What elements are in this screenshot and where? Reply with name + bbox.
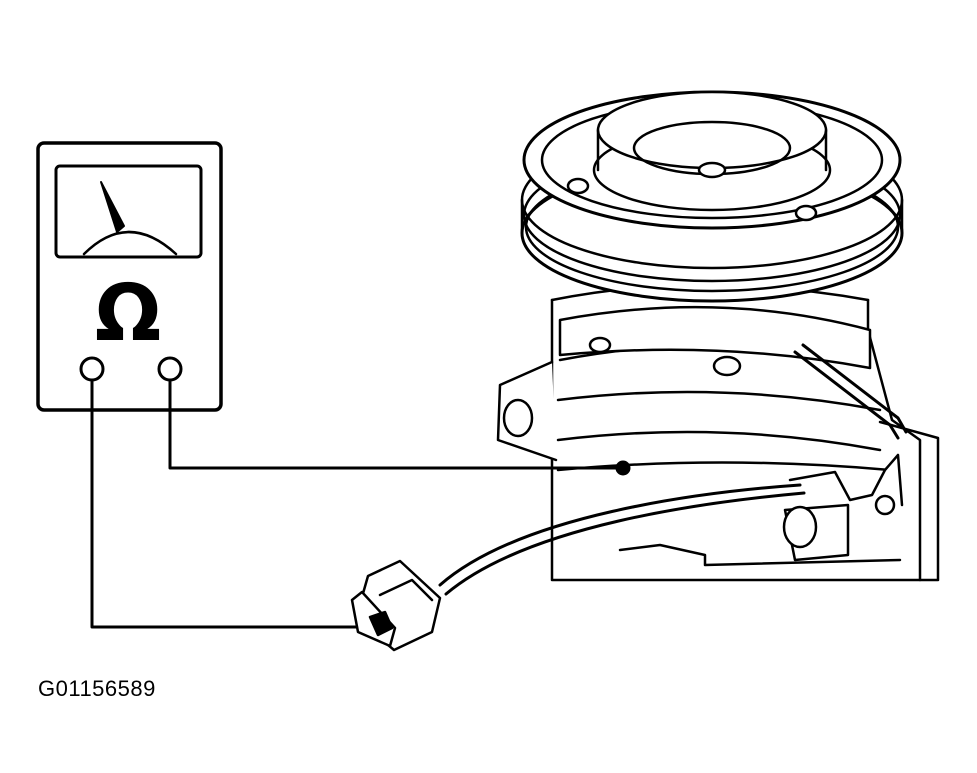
- coil-lead-upper: [793, 350, 900, 440]
- clutch-connector-icon: [350, 559, 442, 652]
- clutch-rivet-right: [794, 204, 818, 222]
- figure-id-label: G01156589: [38, 676, 156, 701]
- hub-center-nut: [697, 161, 727, 179]
- clamp-screw: [874, 494, 896, 516]
- coil-bolt: [712, 355, 742, 377]
- test-lead-to-ground: [168, 378, 622, 470]
- meter-needle: [100, 181, 125, 233]
- mount-ear-right-hole: [782, 505, 818, 549]
- wire-clamp: [788, 453, 904, 507]
- coil-lead-upper-b: [801, 343, 908, 434]
- connector-latch: [378, 578, 434, 602]
- ground-probe-point: [615, 460, 631, 476]
- coil-bolt-left: [588, 336, 612, 354]
- clutch-rivet-left: [566, 177, 590, 195]
- hub-sides: [596, 128, 828, 172]
- clutch-coil-ring: [558, 305, 872, 370]
- housing-base-step: [618, 543, 902, 567]
- connector-pin-socket: [368, 610, 394, 637]
- meter-dial-arc: [82, 230, 178, 256]
- housing-groove-2: [556, 390, 882, 412]
- ohmmeter-icon: Ω: [36, 141, 223, 412]
- ohm-symbol: Ω: [95, 269, 161, 359]
- meter-terminal-right: [157, 356, 183, 382]
- mount-ear-left-hole: [502, 398, 534, 438]
- meter-body: [36, 141, 223, 412]
- ac-compressor-illustration: [496, 90, 940, 582]
- mount-ear-right: [878, 420, 940, 582]
- meter-display-window: [54, 164, 203, 259]
- meter-terminal-left: [79, 356, 105, 382]
- housing-groove-3: [556, 430, 882, 452]
- test-lead-to-connector: [90, 378, 358, 629]
- harness-wire-a: [438, 483, 802, 587]
- hub-top: [596, 90, 828, 170]
- harness-wire-b: [444, 491, 806, 596]
